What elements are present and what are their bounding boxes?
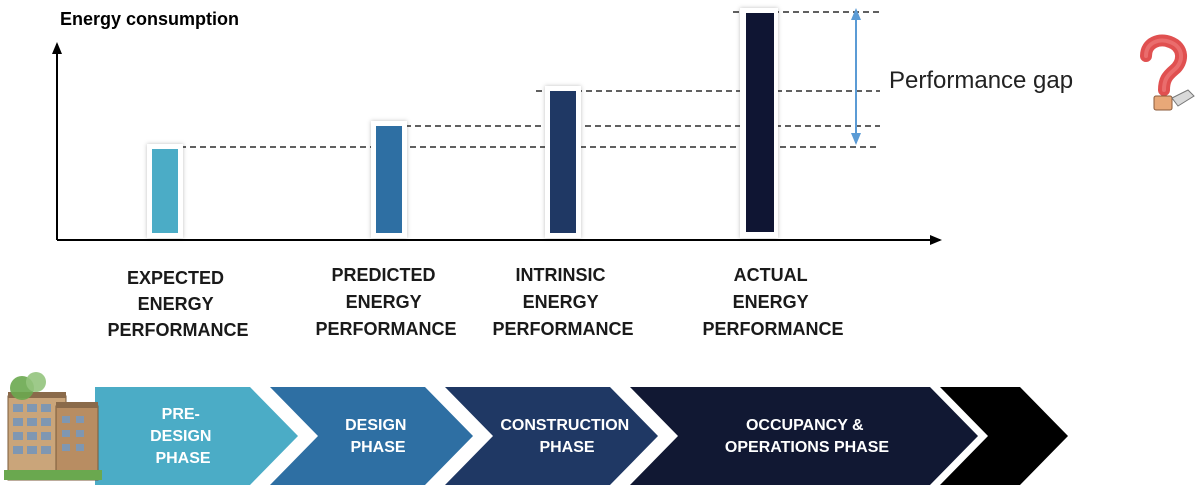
- phase-label-predesign: PRE- DESIGN PHASE: [150, 406, 216, 467]
- phase-label-line: DESIGN: [345, 417, 406, 434]
- bar-label-predicted: PREDICTED ENERGY PERFORMANCE: [315, 265, 456, 339]
- bar-label-line: ENERGY: [138, 294, 214, 314]
- bars-group: [147, 8, 778, 238]
- performance-gap-label: Performance gap: [889, 67, 1073, 94]
- bar-label-line: ENERGY: [346, 292, 422, 312]
- phase-chevron-end: [940, 387, 1068, 485]
- bar-label-expected: EXPECTED ENERGY PERFORMANCE: [107, 268, 248, 340]
- bar-label-line: INTRINSIC: [515, 265, 605, 285]
- question-mark-icon: [1140, 34, 1195, 111]
- bar-expected: [152, 149, 178, 233]
- bar-actual: [746, 13, 774, 232]
- phase-chevron-construction: [445, 387, 658, 485]
- phase-label-construction: CONSTRUCTION PHASE: [500, 417, 633, 456]
- bar-label-line: ENERGY: [523, 292, 599, 312]
- building-icon: [4, 372, 102, 481]
- phase-chevron-design: [270, 387, 473, 485]
- phase-label-line: CONSTRUCTION: [500, 417, 629, 434]
- bar-label-line: ENERGY: [733, 292, 809, 312]
- bar-intrinsic: [550, 91, 576, 233]
- phase-label-line: OCCUPANCY &: [746, 417, 864, 434]
- bar-label-line: PERFORMANCE: [315, 319, 456, 339]
- phase-label-line: PHASE: [539, 439, 594, 456]
- bar-predicted: [376, 126, 402, 233]
- phase-label-occupancy: OCCUPANCY & OPERATIONS PHASE: [725, 417, 890, 456]
- phase-chevrons: [95, 387, 1068, 485]
- bar-label-line: PREDICTED: [331, 265, 435, 285]
- phase-chevron-occupancy: [630, 387, 978, 485]
- phase-chevron-predesign: [95, 387, 298, 485]
- bar-label-line: ACTUAL: [734, 265, 808, 285]
- phase-label-line: OPERATIONS PHASE: [725, 439, 890, 456]
- phase-label-line: DESIGN: [150, 428, 211, 445]
- bar-label-line: PERFORMANCE: [107, 320, 248, 340]
- phase-label-line: PHASE: [350, 439, 405, 456]
- y-axis-title: Energy consumption: [60, 9, 239, 29]
- phase-label-line: PHASE: [155, 450, 210, 467]
- bar-label-intrinsic: INTRINSIC ENERGY PERFORMANCE: [492, 265, 633, 339]
- phase-label-design: DESIGN PHASE: [345, 417, 411, 456]
- bar-label-line: EXPECTED: [127, 268, 224, 288]
- bar-label-line: PERFORMANCE: [492, 319, 633, 339]
- bar-label-line: PERFORMANCE: [702, 319, 843, 339]
- bar-label-actual: ACTUAL ENERGY PERFORMANCE: [702, 265, 843, 339]
- phase-label-line: PRE-: [162, 406, 200, 423]
